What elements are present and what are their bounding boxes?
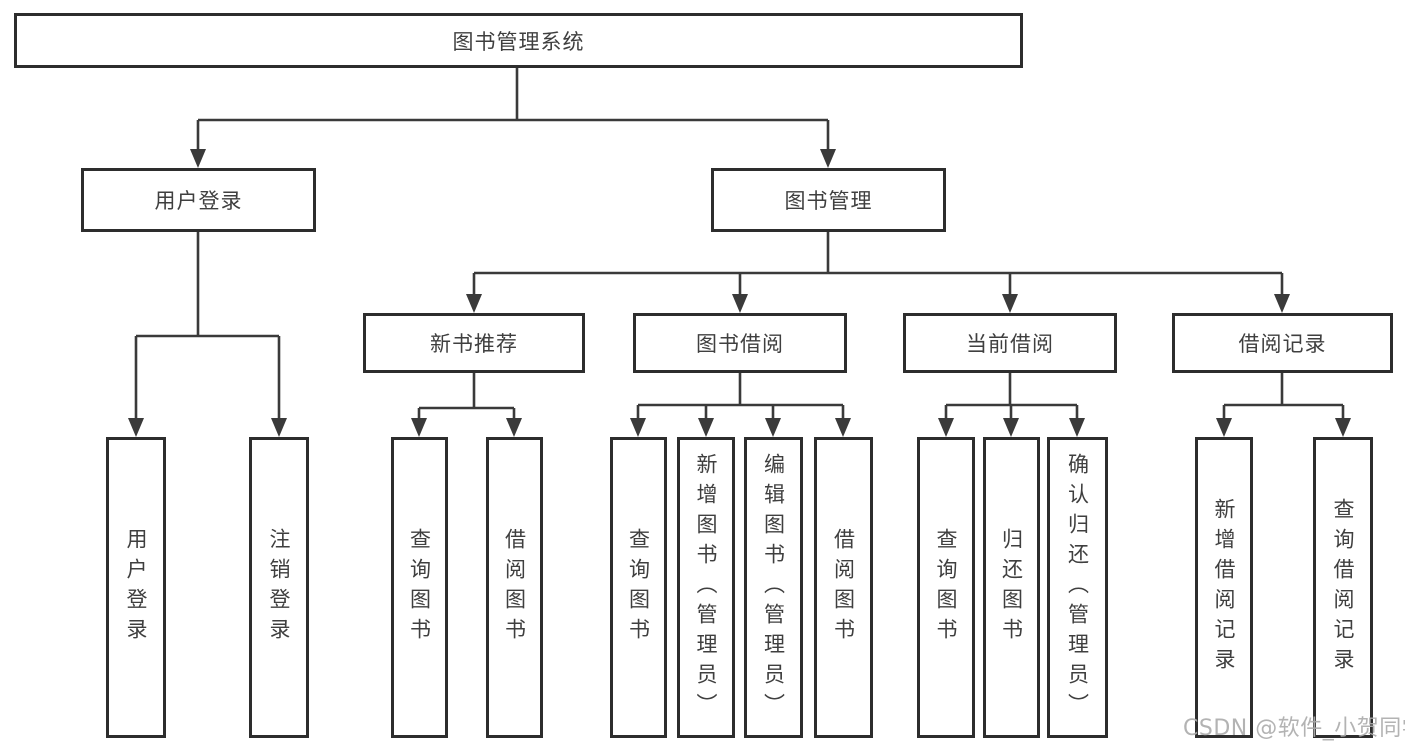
node-book-borrow: 图书借阅 [633,313,847,373]
leaf-return-book: 归还图书 [983,437,1040,738]
node-current-borrow: 当前借阅 [903,313,1117,373]
connector-strokes [134,68,1345,420]
leaf-query-borrow-record: 查询借阅记录 [1313,437,1373,738]
leaf-borrow-books-recommend: 借阅图书 [486,437,543,738]
leaf-query-books-current: 查询图书 [917,437,975,738]
leaf-confirm-return-admin: 确认归还（管理员） [1047,437,1108,738]
node-borrow-records: 借阅记录 [1172,313,1393,373]
leaf-logout: 注销登录 [249,437,309,738]
leaf-query-books-recommend: 查询图书 [391,437,448,738]
node-new-book-recommend: 新书推荐 [363,313,585,373]
leaf-user-login: 用户登录 [106,437,166,738]
leaf-add-borrow-record: 新增借阅记录 [1195,437,1253,738]
node-book-management: 图书管理 [711,168,946,232]
leaf-edit-book-admin: 编辑图书（管理员） [744,437,803,738]
node-user-login: 用户登录 [81,168,316,232]
arrowheads [128,149,1351,437]
leaf-borrow-books: 借阅图书 [814,437,873,738]
watermark-csdn: CSDN @软件_小贺同学 [1183,716,1405,741]
leaf-add-book-admin: 新增图书（管理员） [677,437,735,738]
node-root-library-system: 图书管理系统 [14,13,1023,68]
leaf-query-books-borrow: 查询图书 [610,437,667,738]
